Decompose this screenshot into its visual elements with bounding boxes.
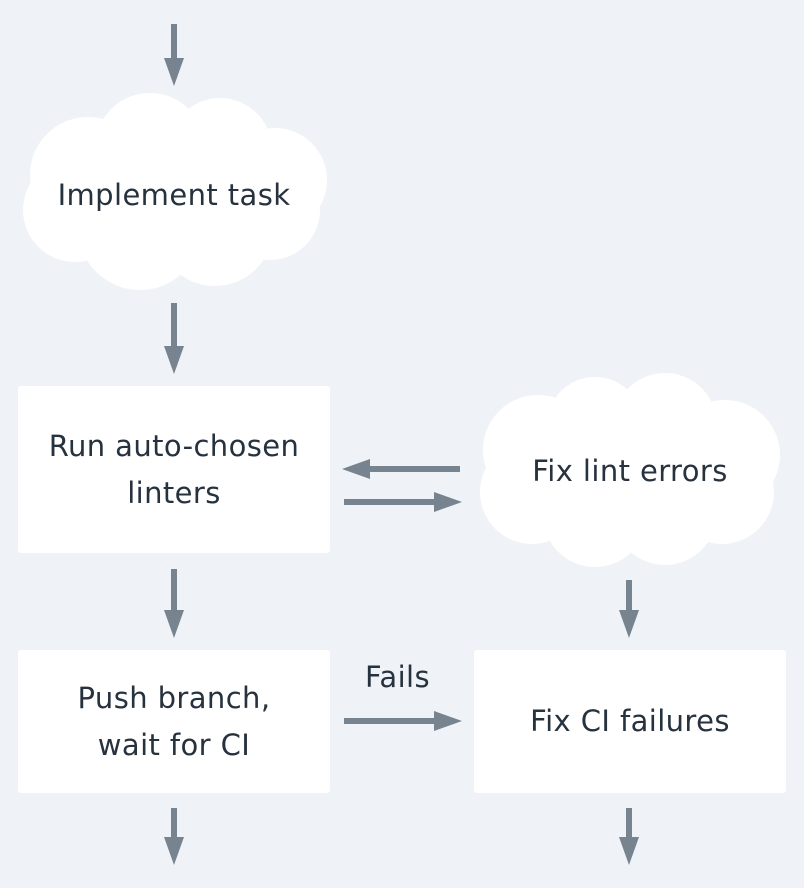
node-fix-ci-failures-label: Fix CI failures xyxy=(530,704,730,738)
node-run-linters: Run auto-chosen linters xyxy=(18,386,330,553)
node-push-branch-line1: Push branch, xyxy=(77,680,271,715)
node-run-linters-line2: linters xyxy=(127,475,221,510)
node-fix-ci-failures: Fix CI failures xyxy=(474,650,786,793)
fix-lint-errors-cloud xyxy=(480,373,780,567)
node-implement-task-label: Implement task xyxy=(57,178,291,212)
node-push-branch-line2: wait for CI xyxy=(97,727,251,762)
node-fix-lint-errors: Fix lint errors xyxy=(480,441,780,501)
node-fix-lint-errors-label: Fix lint errors xyxy=(532,454,728,488)
node-push-branch: Push branch, wait for CI xyxy=(18,650,330,793)
node-implement-task: Implement task xyxy=(24,165,324,225)
implement-task-cloud xyxy=(23,93,327,290)
node-run-linters-line1: Run auto-chosen xyxy=(48,428,300,463)
edge-label-fails: Fails xyxy=(365,660,431,694)
